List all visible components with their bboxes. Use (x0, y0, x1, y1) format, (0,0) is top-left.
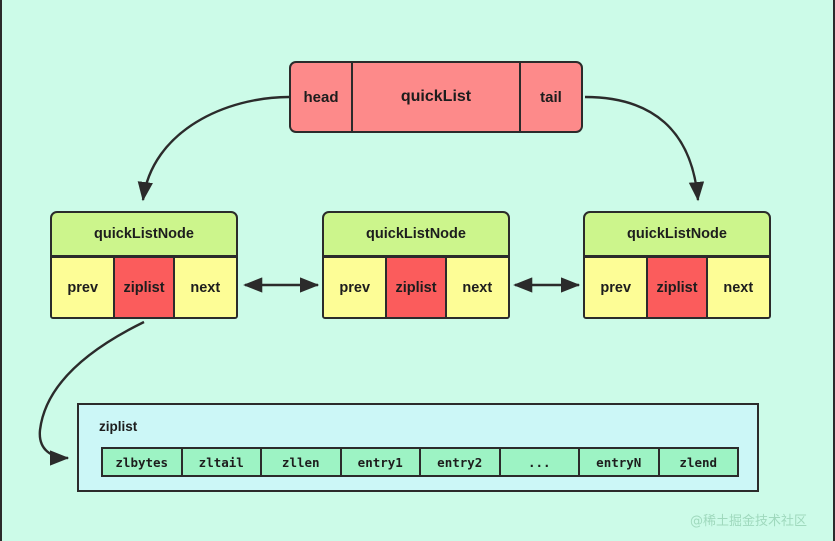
ziplist-cell-zlend[interactable]: zlend (679, 454, 718, 470)
quicklistnode-1-title: quickListNode (50, 211, 238, 257)
quicklistnode-3-next[interactable]: next (707, 258, 769, 317)
ziplist-cell-row: zlbytes zltail zllen entry1 entry2 ... e… (101, 447, 739, 477)
quicklistnode-2-prev[interactable]: prev (324, 258, 386, 317)
arrow-tail-to-last-node (584, 95, 705, 202)
ziplist-cell-zltail[interactable]: zltail (183, 449, 262, 475)
quicklist-title-cell: quickList (400, 88, 472, 105)
quicklist-box: head quickList tail (289, 61, 583, 133)
quicklistnode-1: quickListNode prev ziplist next (50, 211, 238, 319)
quicklistnode-2-next[interactable]: next (446, 258, 508, 317)
quicklistnode-2-title: quickListNode (322, 211, 510, 257)
ziplist-cell-ellipsis: ... (501, 449, 580, 475)
ziplist-cell-zllen[interactable]: zllen (262, 449, 342, 475)
arrow-head-to-first-node (137, 95, 290, 202)
quicklistnode-2-fields: prev ziplist next (322, 256, 510, 319)
quicklist-tail-cell[interactable]: tail (519, 63, 581, 131)
quicklistnode-3-title: quickListNode (583, 211, 771, 257)
ziplist-panel-label: ziplist (99, 419, 138, 434)
ziplist-cell-entry2[interactable]: entry2 (421, 449, 501, 475)
ziplist-cell-entryn[interactable]: entryN (580, 449, 660, 475)
quicklistnode-1-next[interactable]: next (174, 258, 236, 317)
quicklistnode-3-ziplist[interactable]: ziplist (646, 258, 708, 317)
quicklistnode-1-prev[interactable]: prev (52, 258, 114, 317)
quicklistnode-1-fields: prev ziplist next (50, 256, 238, 319)
watermark-text: @稀土掘金技术社区 (689, 514, 807, 529)
quicklistnode-3-prev[interactable]: prev (585, 258, 647, 317)
quicklistnode-2: quickListNode prev ziplist next (322, 211, 510, 319)
ziplist-detail-panel: ziplist zlbytes zltail zllen entry1 entr… (77, 403, 759, 492)
quicklist-head-cell[interactable]: head (291, 63, 353, 131)
quicklistnode-2-ziplist[interactable]: ziplist (385, 258, 447, 317)
ziplist-cell-zlbytes[interactable]: zlbytes (103, 449, 183, 475)
quicklistnode-3-fields: prev ziplist next (583, 256, 771, 319)
quicklistnode-3: quickListNode prev ziplist next (583, 211, 771, 319)
quicklistnode-1-ziplist[interactable]: ziplist (113, 258, 175, 317)
ziplist-cell-entry1[interactable]: entry1 (342, 449, 421, 475)
